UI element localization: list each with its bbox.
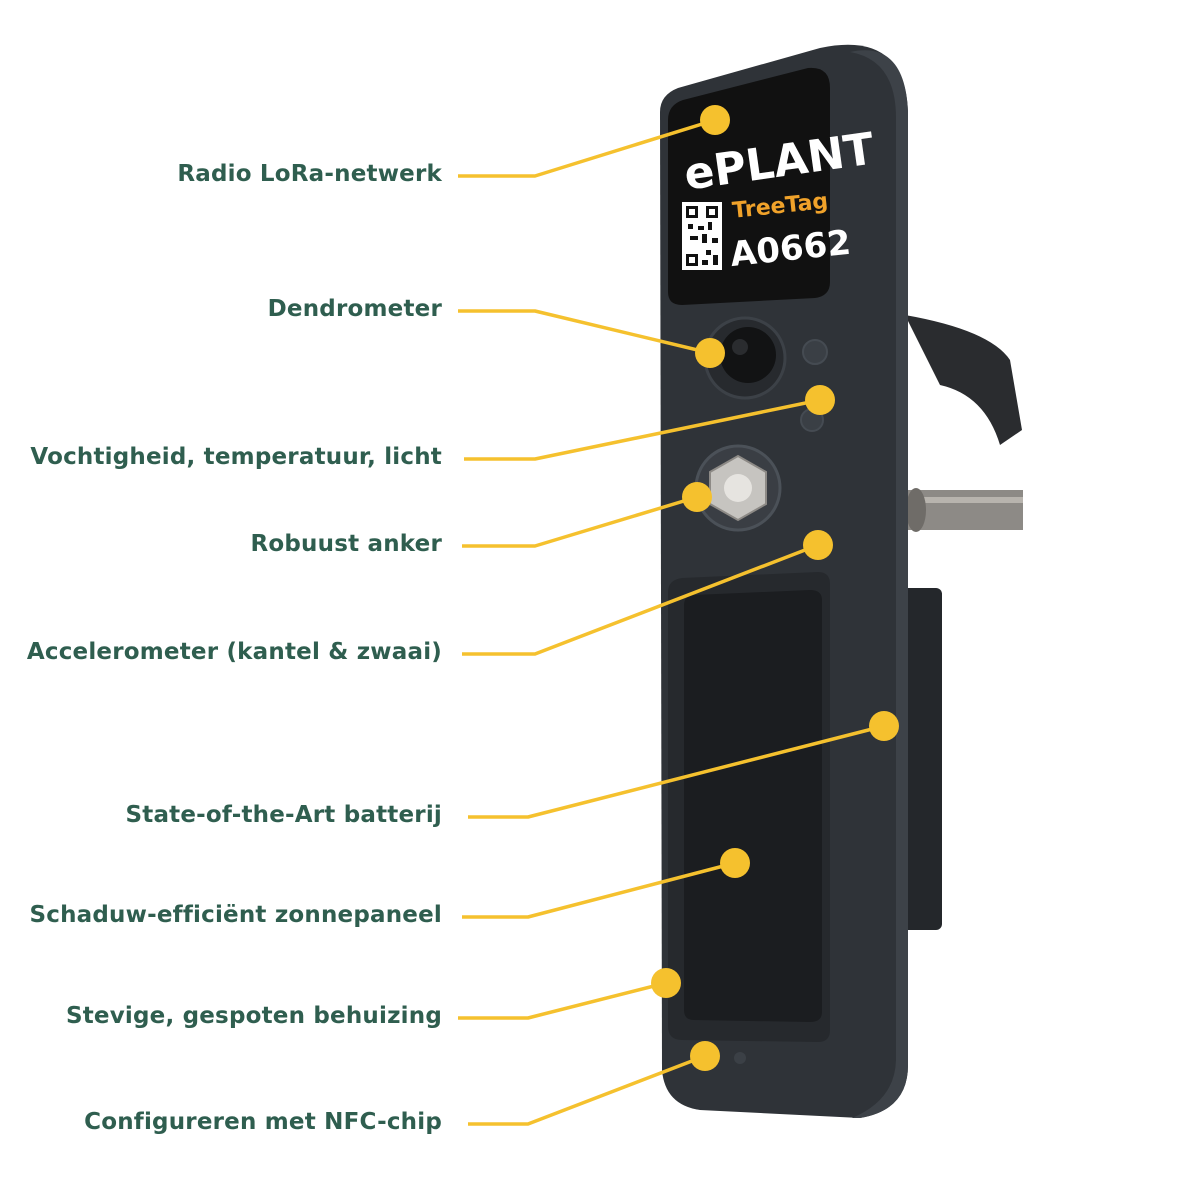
callout-label-box-anchor: Robuust anker [0, 530, 442, 558]
callout-line-battery [468, 724, 885, 819]
callout-dot-solar [720, 848, 750, 878]
callout-label-solar: Schaduw-efficiënt zonnepaneel [29, 902, 442, 928]
callout-label-box-accelerometer: Accelerometer (kantel & zwaai) [0, 638, 442, 666]
callout-label-nfc: Configureren met NFC-chip [84, 1109, 442, 1135]
callout-dot-radio [700, 105, 730, 135]
steel-rod-highlight [905, 497, 1023, 503]
callout-line-radio [458, 118, 716, 178]
callout-dot-battery [869, 711, 899, 741]
callout-label-battery: State-of-the-Art batterij [125, 802, 442, 828]
qr-code-icon [682, 202, 722, 270]
callout-line-dendrometer [458, 309, 711, 355]
callout-label-dendrometer: Dendrometer [267, 296, 442, 322]
callout-label-anchor: Robuust anker [250, 531, 442, 557]
callout-label-box-dendrometer: Dendrometer [0, 295, 442, 323]
cable-pipe [905, 315, 1022, 445]
callout-dot-dendrometer [695, 338, 725, 368]
callout-line-sensors [464, 398, 821, 461]
device-body-edge [850, 50, 908, 1118]
callout-line-housing [458, 981, 667, 1020]
light-sensor-window [802, 339, 828, 365]
callout-label-sensors: Vochtigheid, temperatuur, licht [30, 444, 442, 470]
callout-line-anchor [462, 495, 698, 548]
solar-panel [684, 590, 822, 1022]
callout-label-accelerometer: Accelerometer (kantel & zwaai) [26, 639, 442, 665]
callout-dot-housing [651, 968, 681, 998]
callout-dot-nfc [690, 1041, 720, 1071]
callout-line-nfc [468, 1054, 706, 1126]
callout-label-box-sensors: Vochtigheid, temperatuur, licht [0, 443, 442, 471]
nfc-marker [734, 1052, 746, 1064]
callout-line-solar [462, 861, 736, 919]
callout-dot-sensors [805, 385, 835, 415]
callout-label-housing: Stevige, gespoten behuizing [65, 1003, 442, 1029]
rod-collar [906, 488, 926, 532]
callout-label-radio: Radio LoRa-netwerk [177, 161, 442, 187]
callout-label-box-nfc: Configureren met NFC-chip [0, 1108, 442, 1136]
dendrometer-button [720, 327, 776, 383]
callout-layer [458, 105, 899, 1126]
callout-line-accelerometer [462, 543, 819, 656]
callout-label-box-battery: State-of-the-Art batterij [0, 801, 442, 829]
callout-label-box-radio: Radio LoRa-netwerk [0, 160, 442, 188]
callout-label-box-solar: Schaduw-efficiënt zonnepaneel [0, 901, 442, 929]
callout-dot-anchor [682, 482, 712, 512]
callout-dot-accelerometer [803, 530, 833, 560]
callout-label-box-housing: Stevige, gespoten behuizing [0, 1002, 442, 1030]
